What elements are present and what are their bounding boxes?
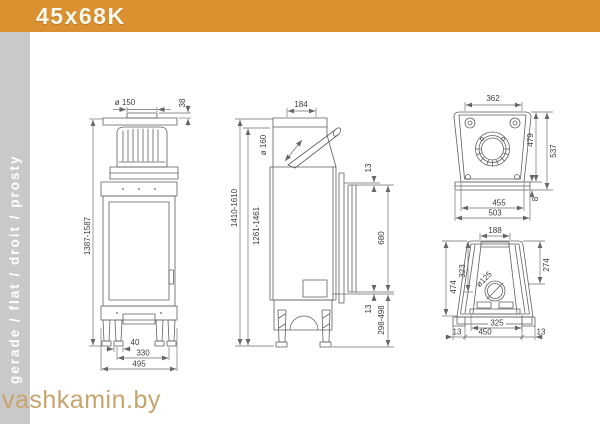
side-view-drawing: 184 ø 160 1410-1610 1261-1461 13 680 13 … [230,100,394,348]
dim-bottom-depth-overall: 474 [449,280,458,294]
dim-side-glass-height: 680 [377,231,386,245]
dim-bottom-depth-inner: 323 [458,264,467,278]
dim-front-overall-height: 1387-1587 [83,216,92,255]
dim-side-body-height: 1261-1461 [252,206,261,245]
dim-top-rear-width: 362 [486,94,500,103]
top-outline [453,111,532,191]
dim-side-base-height: 298-498 [377,305,386,335]
dim-bottom-depth-right: 274 [542,258,551,272]
model-title: 45x68K [36,3,126,29]
dim-side-frame-gap-bottom: 13 [364,304,373,313]
dim-front-foot-width: 40 [131,338,140,347]
front-outline [100,112,179,347]
dim-side-frame-gap-top: 13 [364,163,373,172]
header-bar: 45x68K [0,0,600,32]
bottom-dimension-lines [442,233,545,340]
dim-side-flue-depth: 184 [294,100,308,109]
dim-front-collar-height: 38 [178,98,187,107]
dim-bottom-foot-left: 13 [453,328,462,337]
dim-top-depth-inner: 479 [526,133,535,147]
front-view-drawing: ø 150 38 1387-1587 40 330 495 [83,98,191,372]
side-dimension-lines [235,108,394,348]
front-screw-holes [116,188,162,314]
dim-front-overall-width: 495 [132,360,146,369]
dim-top-flange: 8 [531,196,540,201]
dim-bottom-foot-right: 13 [537,328,546,337]
dim-front-flue-diameter: ø 150 [115,98,136,107]
bottom-view-drawing: 188 274 323 474 ø125 325 450 13 13 [442,226,551,340]
dim-bottom-width-inner: 325 [490,319,504,328]
bottom-outline [452,240,536,327]
dim-bottom-width-overall: 450 [478,328,492,337]
top-view-drawing: 362 479 537 8 455 503 [453,94,558,221]
dim-bottom-duct-width: 188 [488,226,502,235]
dim-top-depth-overall: 537 [549,144,558,158]
dim-top-width-overall: 503 [488,209,502,218]
dim-front-foot-spacing: 330 [136,349,150,358]
dim-top-width-inner: 455 [492,199,506,208]
front-dimension-lines [89,105,191,372]
watermark: vashkamin.by [2,386,161,414]
sidebar: gerade / flat / droit / prosty [0,32,30,424]
dim-side-overall-height: 1410-1610 [230,188,239,227]
top-dimension-lines [454,102,553,221]
side-outline [269,117,357,348]
sidebar-label: gerade / flat / droit / prosty [7,154,22,384]
dim-side-flue-diameter: ø 160 [259,134,268,155]
